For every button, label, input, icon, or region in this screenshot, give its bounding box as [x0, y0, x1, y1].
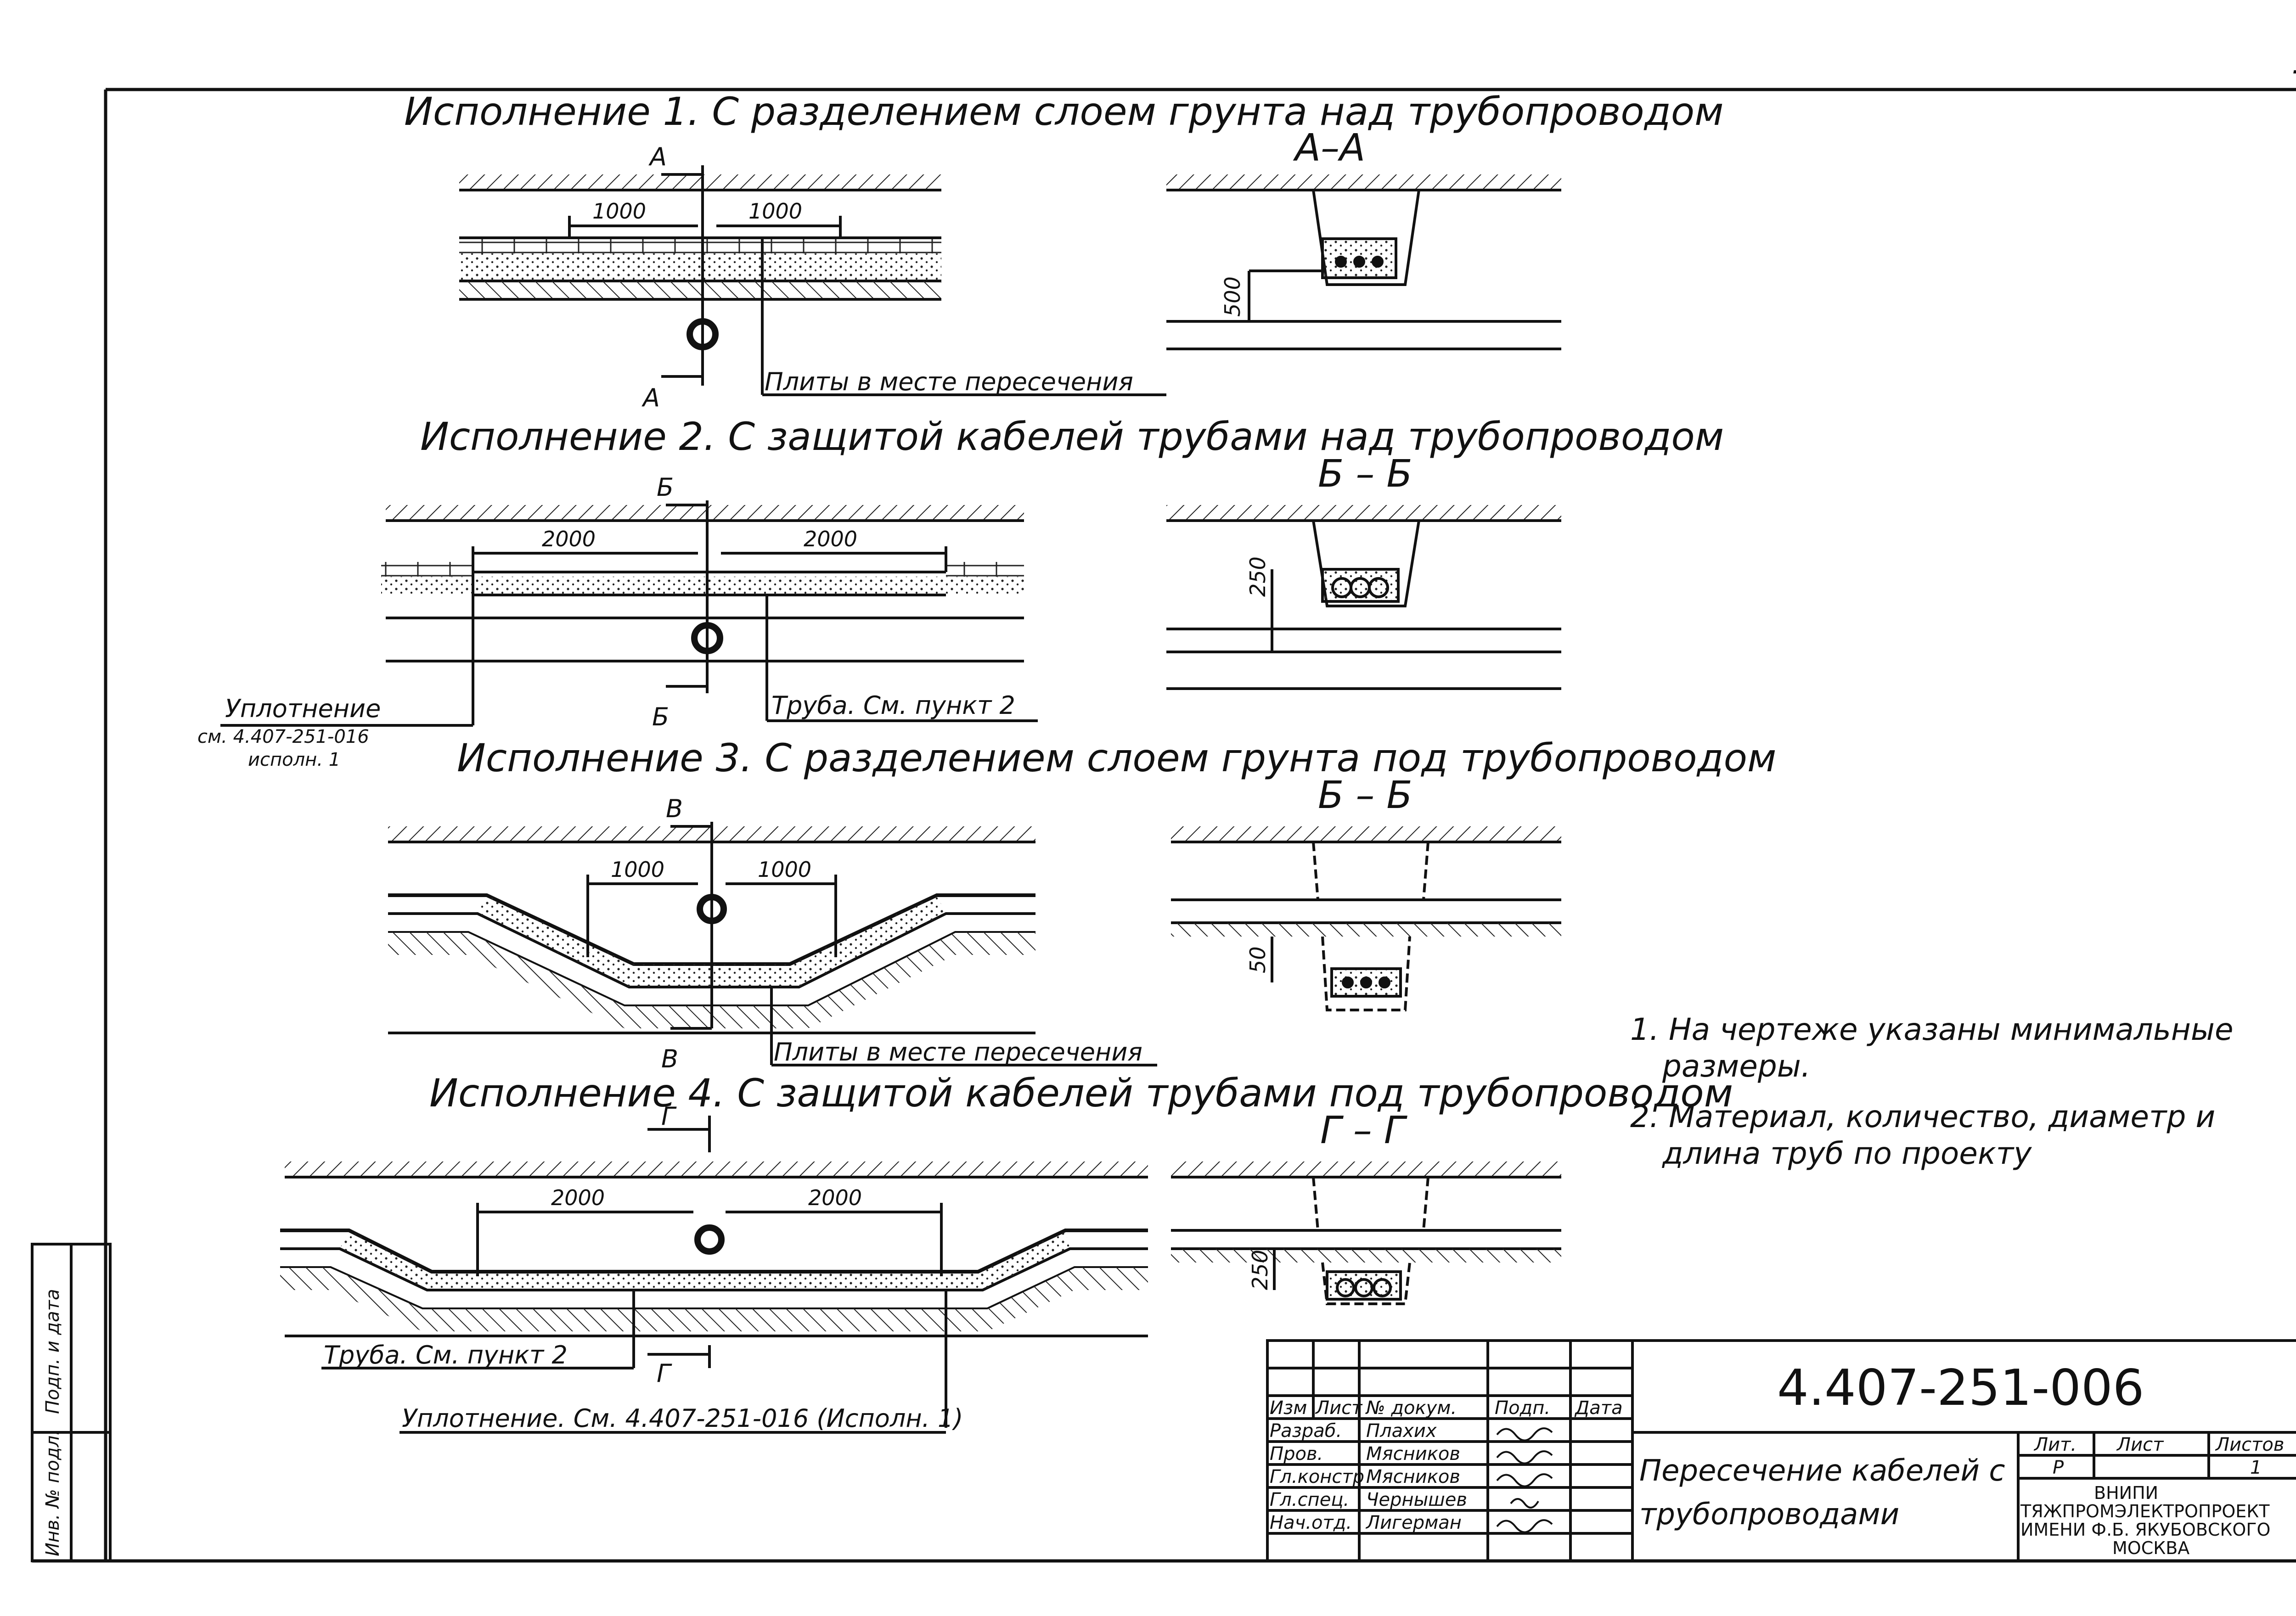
variant-4-section-top: Г	[661, 1102, 677, 1131]
note-1-line-1: 1. На чертеже указаны минимальные	[1630, 1012, 2234, 1047]
variant-4-callout-pipe: Труба. См. пункт 2	[324, 1341, 568, 1369]
tb-role-2: Пров.	[1270, 1443, 1323, 1464]
variant-3-section-bottom: В	[661, 1044, 678, 1073]
org-line-1: ВНИПИ	[2094, 1483, 2158, 1503]
variant-4-section-bottom: Г	[657, 1359, 672, 1388]
variant-2-cross-section	[1166, 505, 1561, 690]
variant-2: Исполнение 2. С защитой кабелей трубами …	[197, 414, 1724, 770]
stage-block: Лит. Лист Листов Р 1	[2033, 1434, 2284, 1478]
variant-1-section-bottom: А	[642, 383, 660, 412]
variant-1-cross-section	[1166, 174, 1561, 350]
organization: ВНИПИ ТЯЖПРОМЭЛЕКТРОПРОЕКТ ИМЕНИ Ф.Б. ЯК…	[2020, 1483, 2270, 1558]
variant-1-depth-dim: 500	[1220, 276, 1245, 317]
variant-3-dim-right: 1000	[758, 857, 811, 882]
tb-name-2: Мясников	[1366, 1443, 1460, 1464]
org-line-2: ТЯЖПРОМЭЛЕКТРОПРОЕКТ	[2020, 1501, 2270, 1521]
variant-1-profile	[459, 165, 1166, 396]
page-number: 19	[2291, 38, 2296, 83]
tb-header-sign: Подп.	[1495, 1397, 1550, 1419]
variant-1-section-title: А–А	[1293, 126, 1365, 170]
signatures	[1496, 1427, 1553, 1533]
drawing-title-line-2: трубопроводами	[1639, 1498, 1899, 1532]
note-1-line-2: размеры.	[1662, 1049, 1811, 1084]
side-stamp	[31, 1243, 112, 1562]
variant-1-callout: Плиты в месте пересечения	[765, 367, 1133, 396]
title-block-header: Изм Лист № докум. Подп. Дата	[1270, 1397, 1623, 1419]
stage-lit-value: Р	[2053, 1457, 2064, 1478]
org-line-4: МОСКВА	[2112, 1538, 2189, 1558]
stage-header-lit: Лит.	[2033, 1434, 2077, 1455]
variant-2-callout-seal: Уплотнение	[225, 694, 381, 723]
variant-1-heading: Исполнение 1. С разделением слоем грунта…	[404, 89, 1723, 134]
stage-header-sheets: Листов	[2215, 1434, 2284, 1455]
org-line-3: ИМЕНИ Ф.Б. ЯКУБОВСКОГО	[2020, 1520, 2270, 1540]
variant-4-dim-left: 2000	[551, 1185, 605, 1210]
variant-2-heading: Исполнение 2. С защитой кабелей трубами …	[420, 414, 1724, 459]
tb-name-4: Чернышев	[1366, 1489, 1467, 1510]
variant-2-section-bottom: Б	[652, 702, 669, 731]
side-stamp-upper: Подп. и дата	[42, 1289, 63, 1414]
variant-3-depth-dim: 50	[1245, 946, 1270, 973]
variant-2-callout-seal-ref: см. 4.407-251-016	[197, 726, 369, 747]
tb-role-4: Гл.спец.	[1270, 1489, 1349, 1510]
tb-header-izm: Изм	[1270, 1397, 1307, 1419]
variant-4-section-title: Г – Г	[1320, 1109, 1408, 1152]
variant-4: Исполнение 4. С защитой кабелей трубами …	[280, 1071, 1733, 1434]
stage-sheets-value: 1	[2250, 1457, 2262, 1478]
title-block	[1266, 1339, 2296, 1562]
variant-2-section-top: Б	[657, 473, 674, 502]
tb-name-3: Мясников	[1366, 1466, 1460, 1487]
doc-number: 4.407-251-006	[1777, 1359, 2144, 1417]
notes: 1. На чертеже указаны минимальные размер…	[1630, 1012, 2234, 1171]
tb-role-5: Нач.отд.	[1270, 1512, 1352, 1533]
variant-1: Исполнение 1. С разделением слоем грунта…	[404, 89, 1723, 412]
variant-1-section-top: А	[648, 142, 667, 171]
tb-header-list: Лист	[1315, 1397, 1363, 1419]
variant-4-dim-right: 2000	[808, 1185, 862, 1210]
variant-2-callout-seal-variant: исполн. 1	[248, 749, 340, 770]
tb-role-3: Гл.констр	[1270, 1466, 1364, 1487]
variant-4-cross-section	[1171, 1162, 1561, 1305]
tb-name-1: Плахих	[1366, 1420, 1437, 1442]
tb-role-1: Разраб.	[1270, 1420, 1342, 1442]
title-block-roles: Разраб. Плахих Пров. Мясников Гл.констр …	[1270, 1420, 1467, 1533]
variant-3-heading: Исполнение 3. С разделением слоем грунта…	[457, 735, 1776, 780]
variant-1-dim-right: 1000	[748, 199, 802, 224]
variant-3-section-top: В	[666, 794, 683, 823]
variant-3: Исполнение 3. С разделением слоем грунта…	[388, 735, 1776, 1073]
side-stamp-lower: Инв. № подл.	[42, 1430, 63, 1556]
variant-3-callout: Плиты в месте пересечения	[774, 1038, 1142, 1066]
variant-2-callout-pipe: Труба. См. пункт 2	[771, 691, 1015, 720]
note-2-line-1: 2. Материал, количество, диаметр и	[1630, 1099, 2215, 1134]
variant-4-callout-seal: Уплотнение. См. 4.407-251-016 (Исполн. 1…	[402, 1404, 963, 1433]
stage-header-sheet: Лист	[2116, 1434, 2164, 1455]
variant-3-profile	[388, 822, 1157, 1066]
variant-4-heading: Исполнение 4. С защитой кабелей трубами …	[429, 1071, 1733, 1116]
variant-3-cross-section	[1171, 826, 1561, 1011]
variant-4-profile	[280, 1116, 1148, 1434]
variant-3-dim-left: 1000	[611, 857, 664, 882]
note-2-line-2: длина труб по проекту	[1662, 1136, 2032, 1171]
tb-header-date: Дата	[1574, 1397, 1623, 1419]
variant-3-section-title: Б – Б	[1318, 774, 1412, 817]
drawing-title-line-1: Пересечение кабелей с	[1639, 1454, 2005, 1488]
variant-2-profile	[220, 500, 1038, 727]
tb-header-doc: № докум.	[1365, 1397, 1457, 1419]
variant-4-depth-dim: 250	[1248, 1250, 1272, 1290]
variant-2-section-title: Б – Б	[1318, 452, 1412, 496]
tb-name-5: Лигерман	[1365, 1512, 1462, 1533]
variant-1-dim-left: 1000	[592, 199, 646, 224]
variant-2-depth-dim: 250	[1245, 556, 1270, 597]
variant-2-dim-right: 2000	[804, 527, 857, 551]
variant-2-dim-left: 2000	[542, 527, 596, 551]
